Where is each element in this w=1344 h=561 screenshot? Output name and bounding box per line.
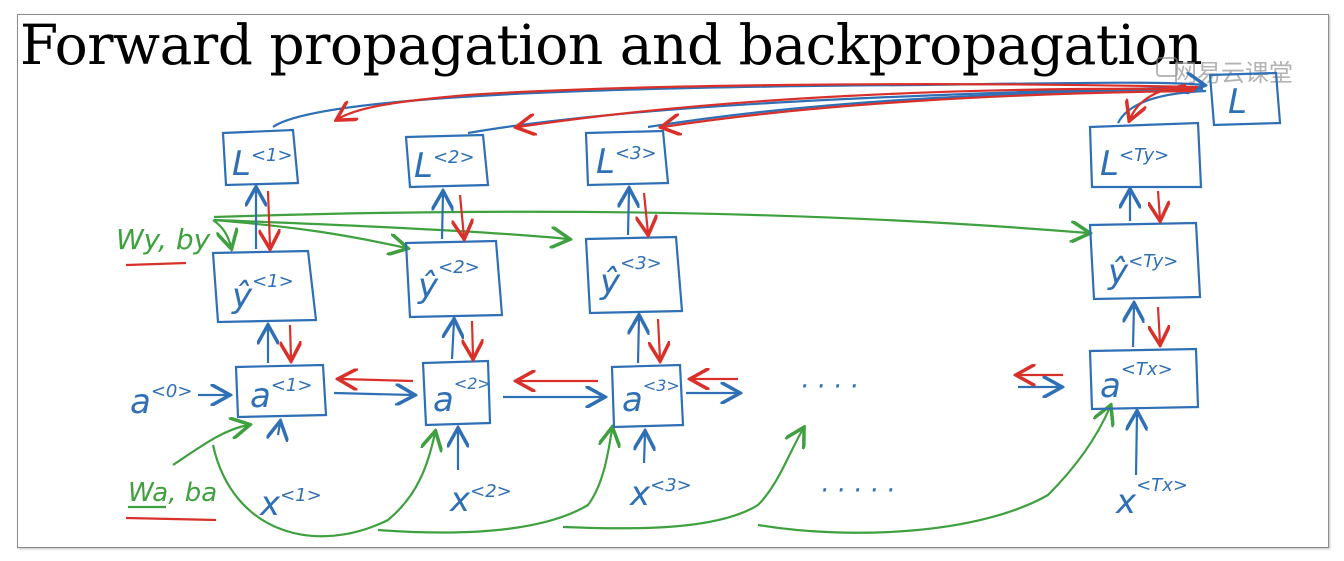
loss-label-3: L<3> xyxy=(596,142,657,182)
a1-to-a2 xyxy=(333,393,413,395)
loss2-to-yhat2 xyxy=(460,194,464,237)
ellipsis-activations: · · · · xyxy=(800,372,858,402)
wa-to-aT xyxy=(757,407,1110,534)
yhat2-to-loss2 xyxy=(442,193,443,240)
loss-box-T xyxy=(1088,121,1203,189)
yhat-label-2: ŷ<2> xyxy=(417,257,480,306)
total-to-loss2 xyxy=(518,87,1197,127)
a0-label: a<0> xyxy=(130,381,192,422)
total-to-loss1 xyxy=(338,83,1199,119)
rnn-diagram: L<1> L<2> L<3> L<Ty> L ŷ<1> ŷ<2> ŷ<3> ŷ<… xyxy=(116,71,1282,538)
loss3-to-yhat3 xyxy=(644,192,648,233)
yhat1-to-a1 xyxy=(290,324,291,359)
a3-to-yhat3 xyxy=(638,317,639,364)
wa-to-a1 xyxy=(172,425,248,466)
wy-to-yhat1 xyxy=(212,219,231,247)
x-label-3: x<3> xyxy=(629,474,692,514)
yhat3-to-loss3 xyxy=(628,190,629,236)
x1-to-a1 xyxy=(278,423,280,435)
slide: Forward propagation and backpropagation … xyxy=(17,14,1329,548)
loss-box-3 xyxy=(584,129,670,187)
x-label-1: x<1> xyxy=(259,484,322,524)
a-box-1 xyxy=(234,363,328,419)
lossT-to-yhatT xyxy=(1158,190,1160,219)
wy-by-label: Wy, by xyxy=(116,223,211,256)
yhat-label-T: ŷ<Ty> xyxy=(1107,251,1178,292)
a-label-1: a<1> xyxy=(250,375,312,416)
yhat-label-1: ŷ<1> xyxy=(231,271,294,316)
loss1-to-yhat1 xyxy=(268,190,270,247)
wa-to-a3 xyxy=(377,429,612,534)
aT-to-yhatT xyxy=(1133,305,1134,348)
wa-to-aT-dots xyxy=(562,429,803,530)
total-to-loss3 xyxy=(663,89,1195,127)
parameter-sharing-curves xyxy=(172,210,1110,538)
wy-to-yhatT xyxy=(213,210,1088,233)
total-loss-label: L xyxy=(1228,82,1247,122)
loss-label-1: L<1> xyxy=(232,144,293,184)
total-loss-box xyxy=(1208,71,1282,127)
a-label-2: a<2> xyxy=(433,374,491,420)
x3-to-a3 xyxy=(644,433,645,464)
wy-underline xyxy=(125,261,187,267)
total-to-lossT xyxy=(1130,83,1187,119)
yhatT-to-aT xyxy=(1158,306,1160,343)
watermark-logo-icon xyxy=(1156,57,1178,77)
wa-ba-label: Wa, ba xyxy=(128,478,217,508)
loss-box-1 xyxy=(221,128,300,187)
a-box-3 xyxy=(610,363,685,429)
xT-to-aT xyxy=(1136,413,1137,476)
wy-to-yhat2 xyxy=(213,218,406,248)
a2-to-a1-back xyxy=(340,379,414,381)
ellipsis-inputs: · · · · · xyxy=(820,476,894,506)
wa-underline-2 xyxy=(125,516,217,522)
loss2-to-total xyxy=(467,85,1204,135)
yhat3-to-a3 xyxy=(658,318,660,359)
loss-label-T: L<Ty> xyxy=(1100,144,1169,184)
yhat-label-3: ŷ<3> xyxy=(599,253,662,302)
x-label-T: x<Tx> xyxy=(1115,475,1188,522)
a2-to-yhat2 xyxy=(452,321,454,360)
a-label-3: a<3> xyxy=(622,376,680,420)
loss3-to-total xyxy=(647,87,1204,129)
loss-label-2: L<2> xyxy=(414,146,475,186)
slide-title: Forward propagation and backpropagation xyxy=(20,14,1203,77)
loss-box-2 xyxy=(404,133,490,189)
x-label-2: x<2> xyxy=(449,480,512,520)
yhat2-to-a2 xyxy=(472,320,473,357)
a-label-T: a<Tx> xyxy=(1100,359,1173,406)
a-box-T xyxy=(1088,347,1200,411)
wa-to-a2 xyxy=(211,433,435,538)
wy-to-yhat3 xyxy=(213,218,568,239)
